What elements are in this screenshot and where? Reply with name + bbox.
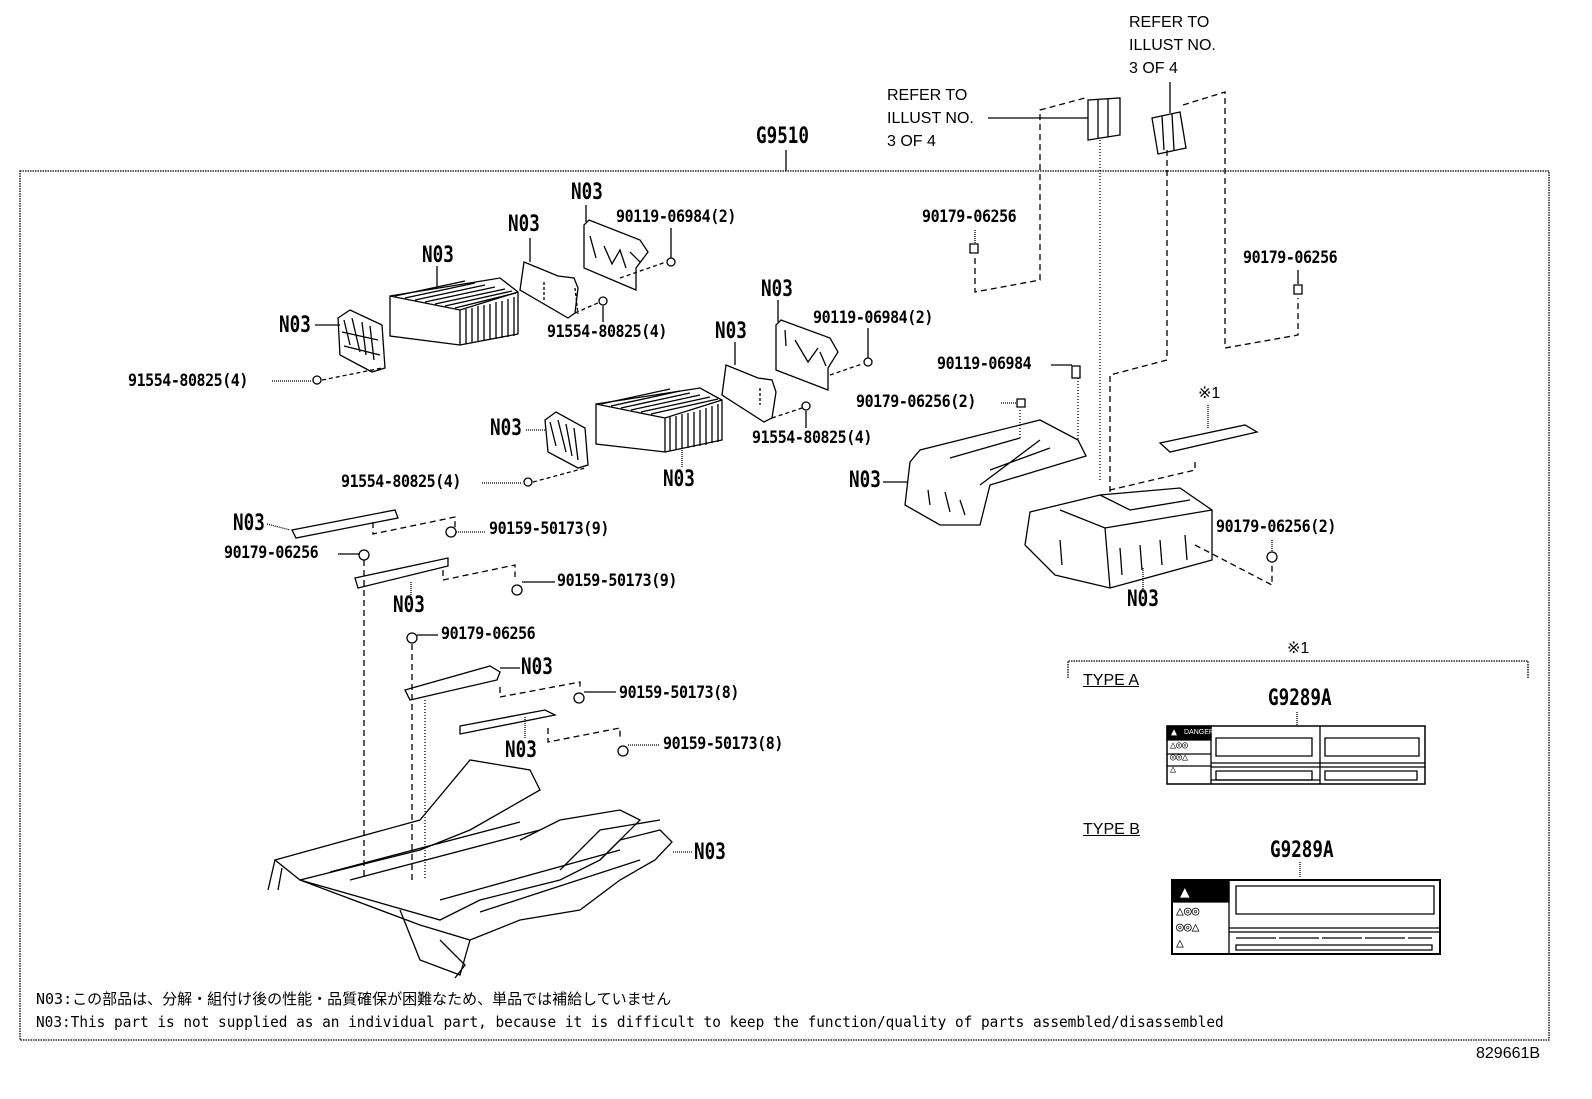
component-label-rail-4[interactable]: N03 bbox=[505, 738, 537, 763]
part-number-label[interactable]: 90119-06984(2) bbox=[813, 308, 933, 328]
note-marker-callout: ※1 bbox=[1287, 640, 1310, 657]
part-number-label[interactable]: 91554-80825(4) bbox=[752, 428, 872, 448]
rail-4 bbox=[460, 710, 555, 734]
rail-2 bbox=[355, 558, 448, 588]
refer-to-illustration-label-left: REFER TO ILLUST NO. 3 OF 4 bbox=[887, 84, 974, 153]
part-number-label[interactable]: 90159-50173(9) bbox=[489, 519, 609, 539]
component-label-rail-2[interactable]: N03 bbox=[393, 593, 425, 618]
bracket-lower bbox=[776, 320, 838, 390]
label-part-number-type-b[interactable]: G9289A bbox=[1270, 838, 1334, 863]
component-label-end-plate-left-lower[interactable]: N03 bbox=[490, 416, 522, 441]
refer-line-3: 3 OF 4 bbox=[1129, 60, 1178, 77]
warning-label-type-a bbox=[1167, 712, 1425, 784]
component-label-lower-case[interactable]: N03 bbox=[1127, 587, 1159, 612]
refer-line-2: ILLUST NO. bbox=[1129, 37, 1216, 54]
warning-triangle-icon: ▲ bbox=[1180, 882, 1190, 901]
component-label-module-stack-lower[interactable]: N03 bbox=[663, 467, 695, 492]
danger-text-type-a: DANGER bbox=[1184, 729, 1214, 736]
refer-to-illustration-label-right: REFER TO ILLUST NO. 3 OF 4 bbox=[1129, 11, 1216, 80]
label-callout-bracket bbox=[1068, 661, 1528, 678]
part-number-label[interactable]: 90159-50173(9) bbox=[557, 571, 677, 591]
refer-line-2: ILLUST NO. bbox=[887, 110, 974, 127]
lower-case bbox=[1025, 488, 1212, 588]
end-plate-left-lower bbox=[545, 412, 588, 468]
assembly-frame-border bbox=[20, 171, 1549, 1040]
part-number-label[interactable]: 90179-06256 bbox=[1243, 248, 1338, 268]
bolt-icons-upper bbox=[313, 258, 675, 384]
part-number-label[interactable]: 90179-06256 bbox=[441, 624, 536, 644]
component-label-end-plate-right-lower[interactable]: N03 bbox=[715, 319, 747, 344]
component-label-end-plate-left-upper[interactable]: N03 bbox=[279, 313, 311, 338]
battery-tray-frame bbox=[268, 760, 672, 978]
part-number-label[interactable]: 90159-50173(8) bbox=[663, 734, 783, 754]
bracket-upper bbox=[584, 220, 648, 290]
component-label-bracket-lower[interactable]: N03 bbox=[761, 277, 793, 302]
component-label-end-plate-right-upper[interactable]: N03 bbox=[508, 212, 540, 237]
component-label-rail-3[interactable]: N03 bbox=[521, 655, 553, 680]
part-number-label[interactable]: 90159-50173(8) bbox=[619, 683, 739, 703]
part-number-label[interactable]: 90119-06984 bbox=[937, 354, 1032, 374]
safety-pictogram-icons: △◎◎◎◎△△ bbox=[1170, 740, 1189, 775]
warning-label-type-b bbox=[1172, 862, 1440, 954]
part-number-label[interactable]: 91554-80825(4) bbox=[547, 322, 667, 342]
refer-part-right bbox=[1152, 112, 1186, 154]
part-number-label[interactable]: 90179-06256 bbox=[922, 207, 1017, 227]
part-number-label[interactable]: 91554-80825(4) bbox=[128, 371, 248, 391]
part-number-label[interactable]: 90119-06984(2) bbox=[616, 207, 736, 227]
refer-line-3: 3 OF 4 bbox=[887, 133, 936, 150]
part-number-label[interactable]: 91554-80825(4) bbox=[341, 472, 461, 492]
component-label-module-stack-upper[interactable]: N03 bbox=[422, 243, 454, 268]
component-label-bracket-upper[interactable]: N03 bbox=[571, 180, 603, 205]
component-label-rail-1[interactable]: N03 bbox=[233, 511, 265, 536]
warning-label-strip bbox=[1160, 425, 1257, 452]
type-a-heading: TYPE A bbox=[1083, 672, 1140, 689]
component-label-frame[interactable]: N03 bbox=[694, 840, 726, 865]
figure-number: 829661B bbox=[1476, 1045, 1541, 1062]
battery-module-stack-lower bbox=[596, 388, 722, 452]
part-number-label[interactable]: 90179-06256(2) bbox=[856, 392, 976, 412]
refer-line-1: REFER TO bbox=[1129, 14, 1210, 31]
note-japanese: N03:この部品は、分解・組付け後の性能・品質確保が困難なため、単品では補給して… bbox=[36, 990, 672, 1008]
type-b-heading: TYPE B bbox=[1083, 821, 1140, 838]
refer-part-left bbox=[1088, 98, 1120, 140]
battery-module-stack-upper bbox=[390, 278, 518, 345]
note-english: N03:This part is not supplied as an indi… bbox=[36, 1013, 1224, 1031]
safety-pictogram-icons: △◎◎◎◎△△ bbox=[1176, 904, 1200, 951]
rail-1 bbox=[292, 510, 398, 538]
note-marker-label-strip: ※1 bbox=[1198, 385, 1221, 402]
end-plate-right-lower bbox=[722, 365, 776, 422]
part-number-label[interactable]: 90179-06256 bbox=[224, 543, 319, 563]
nut-icons-right bbox=[970, 244, 1302, 562]
end-plate-right-upper bbox=[520, 262, 578, 318]
warning-triangle-icon: ▲ bbox=[1171, 727, 1178, 738]
component-label-upper-cover[interactable]: N03 bbox=[849, 468, 881, 493]
assembly-label-g9510[interactable]: G9510 bbox=[756, 124, 809, 149]
end-plate-left-upper bbox=[338, 310, 385, 372]
refer-line-1: REFER TO bbox=[887, 87, 968, 104]
part-number-label[interactable]: 90179-06256(2) bbox=[1216, 517, 1336, 537]
rail-3 bbox=[405, 666, 500, 700]
upper-cover bbox=[905, 420, 1086, 525]
label-part-number-type-a[interactable]: G9289A bbox=[1268, 686, 1332, 711]
